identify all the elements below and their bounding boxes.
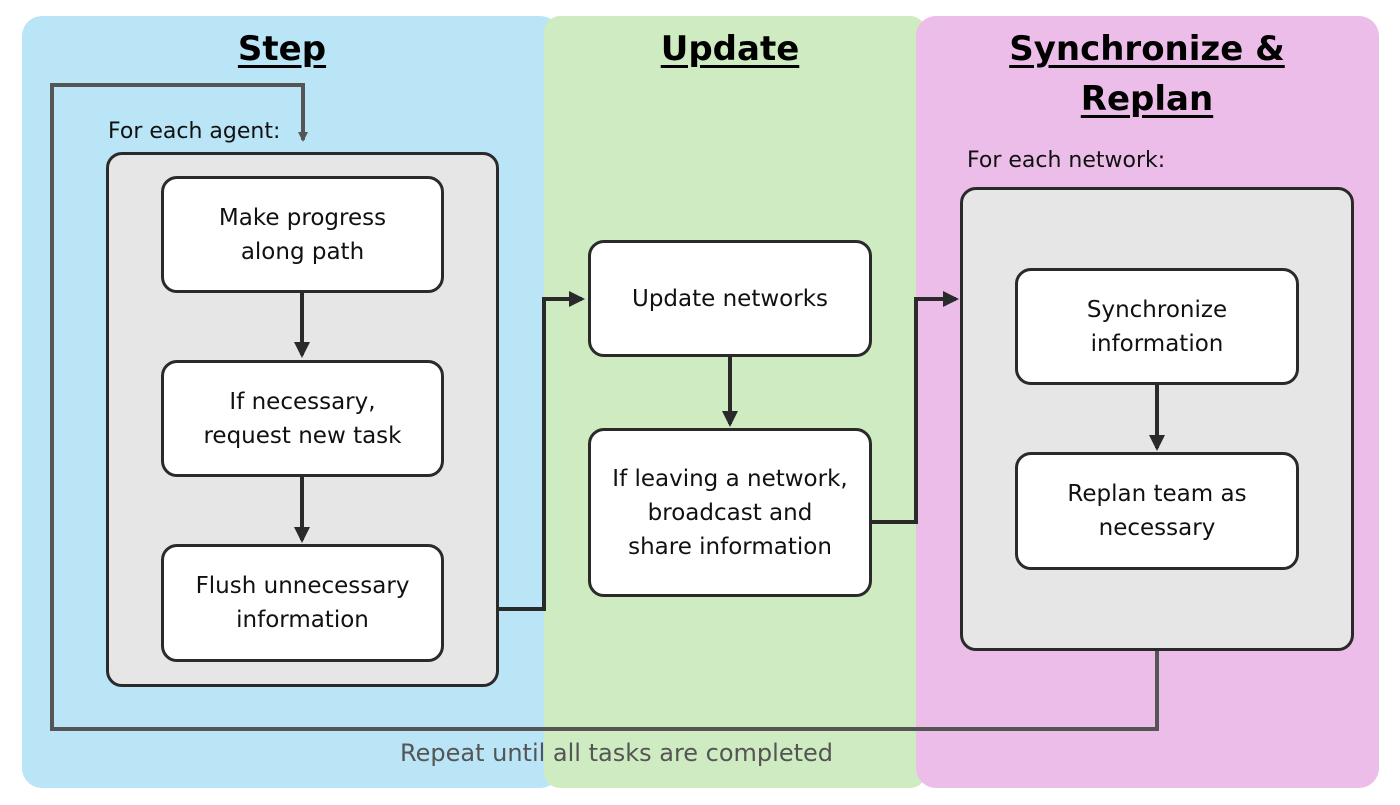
update-column xyxy=(544,16,926,788)
for-each-network-label: For each network: xyxy=(967,148,1166,173)
synchronize-information-box: Synchronize information xyxy=(1015,268,1299,385)
for-each-agent-label: For each agent: xyxy=(108,119,281,144)
leaving-network-box: If leaving a network, broadcast and shar… xyxy=(588,428,872,597)
update-networks-box: Update networks xyxy=(588,240,872,357)
replan-team-box: Replan team as necessary xyxy=(1015,452,1299,570)
arrow-update-to-sync xyxy=(872,291,959,524)
sync-replan-title: Synchronize & Replan xyxy=(1009,29,1285,119)
make-progress-box: Make progress along path xyxy=(161,176,444,293)
update-title: Update xyxy=(660,29,800,69)
arrow-step-to-update xyxy=(499,291,585,611)
step-title: Step xyxy=(237,29,327,69)
repeat-note: Repeat until all tasks are completed xyxy=(400,739,834,767)
request-task-box: If necessary, request new task xyxy=(161,360,444,477)
flush-information-box: Flush unnecessary information xyxy=(161,544,444,662)
repeat-loop-line xyxy=(50,83,1159,731)
